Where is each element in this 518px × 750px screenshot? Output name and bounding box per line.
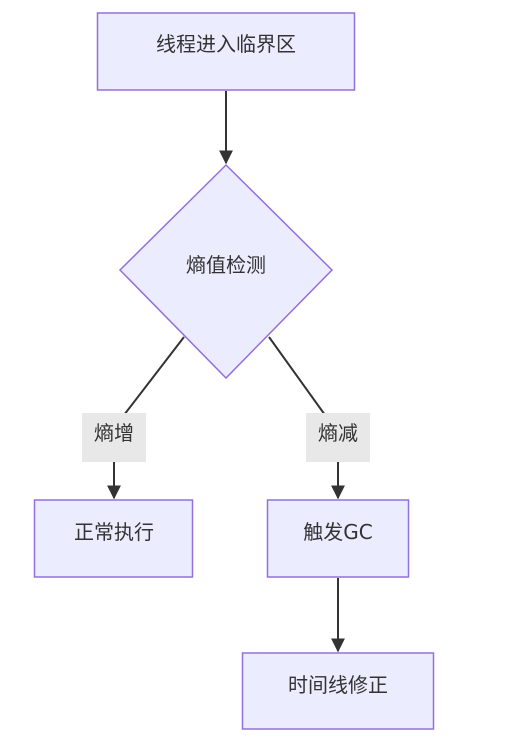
node-entropy-check: 熵值检测 <box>118 163 334 380</box>
edge-label-increase: 熵增 <box>82 413 146 462</box>
edge-increase-text: 熵增 <box>94 421 134 445</box>
node-normal-execution: 正常执行 <box>33 499 194 578</box>
node-timeline-correction: 时间线修正 <box>241 652 435 730</box>
node-trigger-gc: 触发GC <box>266 499 410 578</box>
node-check-label: 熵值检测 <box>186 253 266 277</box>
node-enter-label: 线程进入临界区 <box>156 32 296 56</box>
node-enter-critical-section: 线程进入临界区 <box>96 12 356 91</box>
edge-decrease-text: 熵减 <box>318 421 358 445</box>
node-normal-label: 正常执行 <box>74 520 154 544</box>
edge-label-decrease: 熵减 <box>306 413 370 462</box>
edge-check-to-decrease-label <box>268 336 326 416</box>
node-fix-label: 时间线修正 <box>288 673 388 697</box>
edge-check-to-increase-label <box>123 336 185 416</box>
node-gc-label: 触发GC <box>303 520 372 544</box>
